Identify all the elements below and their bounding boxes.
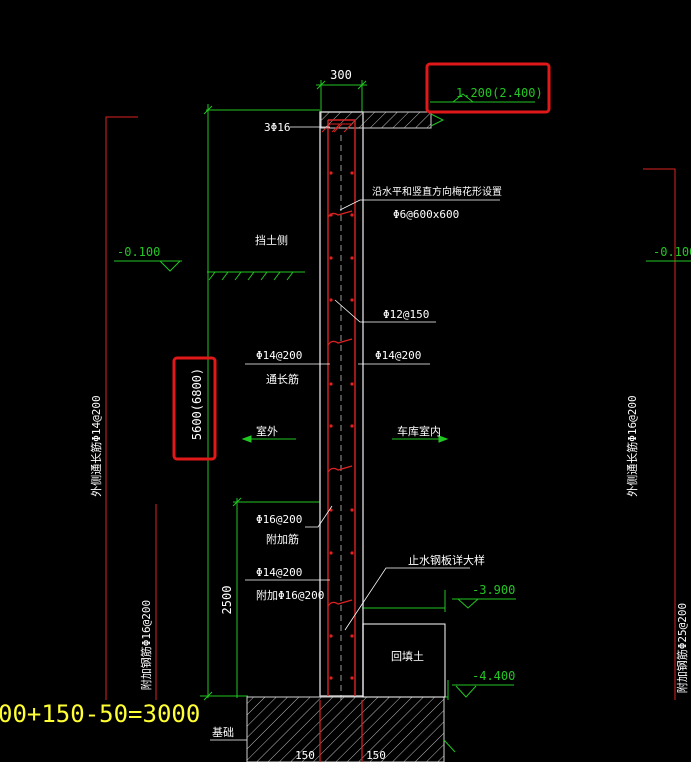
label-stirrup: Φ12@150 <box>383 308 429 321</box>
dim-bottom-left: 150 <box>295 749 315 762</box>
elevation-left-ground: -0.100 <box>117 245 160 259</box>
label-horizontal-note: 沿水平和竖直方向梅花形设置 <box>372 185 502 198</box>
highlight-box-top-elevation <box>425 62 551 114</box>
tie-hooks <box>327 210 353 607</box>
left-extra-bar-note: 附加钢筋Φ16@200 <box>139 600 153 690</box>
label-foundation: 基础 <box>212 726 234 739</box>
right-side-notes: 外侧通长筋Φ16@200 附加钢筋Φ25@200 <box>625 168 689 700</box>
right-extra-bar-note: 附加钢筋Φ25@200 <box>675 603 689 693</box>
label-tie-bars: Φ6@600x600 <box>393 208 459 221</box>
rebar-dots <box>329 171 354 680</box>
highlight-box-wall-height <box>172 356 217 461</box>
label-left-vertical: Φ14@200 <box>256 349 302 362</box>
elevation-top: 1.200(2.400) <box>456 86 543 100</box>
elevation-3900: -3.900 <box>472 583 515 597</box>
dim-top-width: 300 <box>330 68 352 82</box>
foundation-slab <box>246 696 445 762</box>
label-right-vertical: Φ14@200 <box>375 349 421 362</box>
elevation-right-ground: -0.100 <box>653 245 691 259</box>
label-extra-bar: Φ16@200 <box>256 513 302 526</box>
right-long-bar-note: 外侧通长筋Φ16@200 <box>625 395 639 496</box>
ground-hatch <box>208 271 294 281</box>
left-long-bar-note: 外侧通长筋Φ14@200 <box>89 395 103 496</box>
label-indoor: 车库室内 <box>397 424 441 438</box>
label-soil-side: 挡土侧 <box>255 233 288 247</box>
leader-lines <box>210 126 500 741</box>
elevation-markers <box>159 93 535 698</box>
dim-total-height: 5600(6800) <box>190 368 204 440</box>
label-top-bars: 3Φ16 <box>264 121 291 134</box>
backfill-box <box>362 623 446 698</box>
label-low-extra: 附加Φ16@200 <box>256 588 324 602</box>
cap-break-mark <box>430 113 445 127</box>
label-left-vertical-note: 通长筋 <box>266 372 299 386</box>
label-low-bar: Φ14@200 <box>256 566 302 579</box>
direction-arrows <box>241 435 449 443</box>
label-extra-note: 附加筋 <box>266 532 299 546</box>
dim-bottom-right: 150 <box>366 749 386 762</box>
label-waterstop: 止水钢板详大样 <box>408 553 485 567</box>
formula-text: 00+150-50=3000 <box>0 700 200 728</box>
dim-lower-height: 2500 <box>220 586 234 615</box>
label-backfill: 回填土 <box>391 649 424 663</box>
elevation-4400: -4.400 <box>472 669 515 683</box>
label-outdoor: 室外 <box>256 424 278 438</box>
left-side-notes: 外侧通长筋Φ14@200 附加钢筋Φ16@200 <box>89 116 157 700</box>
foundation-break-mark <box>443 739 456 753</box>
